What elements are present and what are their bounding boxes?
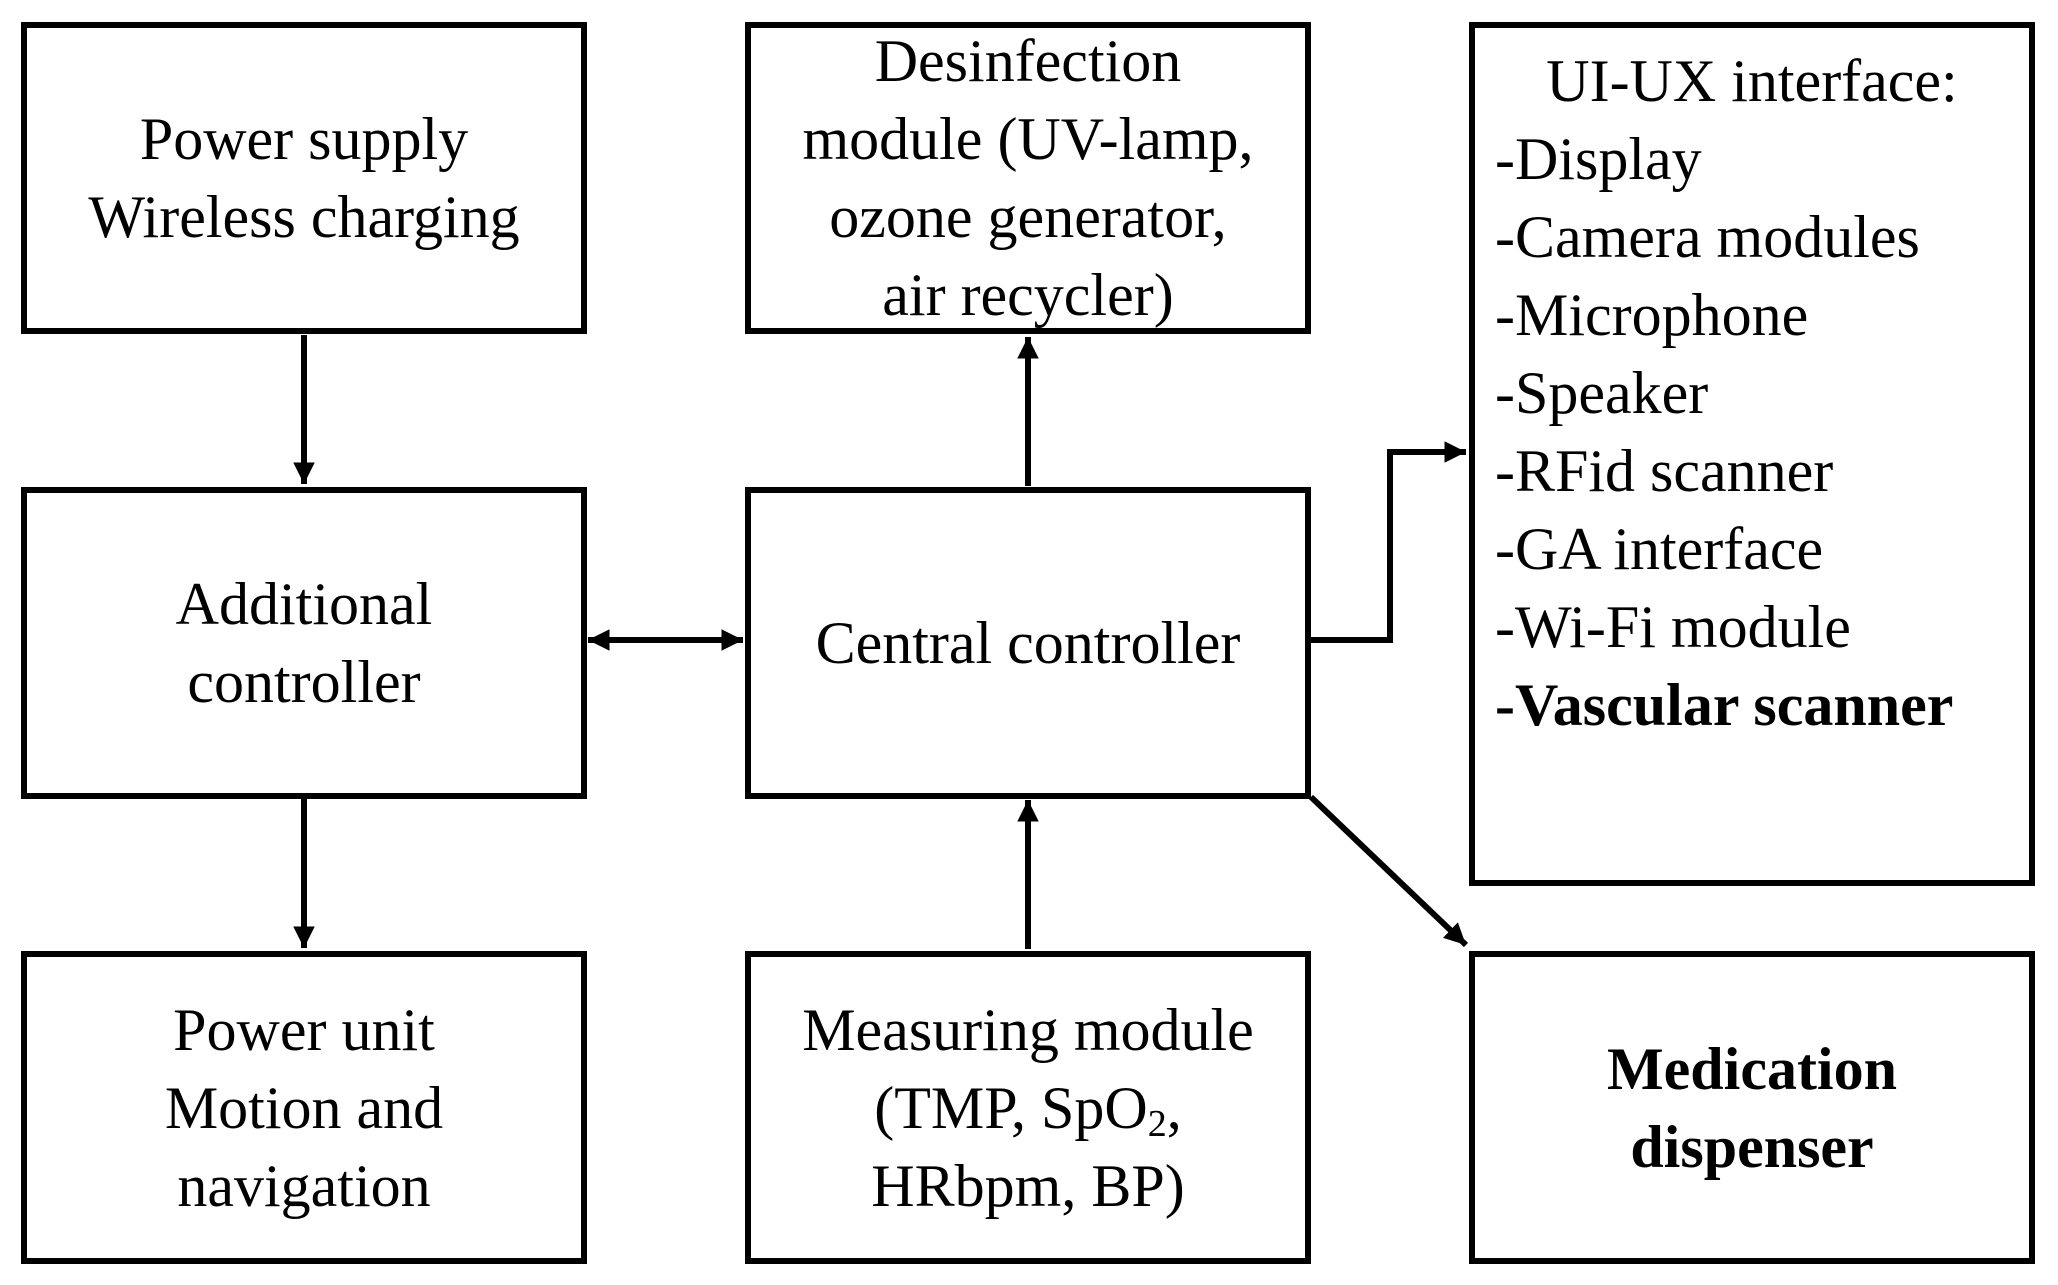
block-line: Desinfection xyxy=(874,28,1182,94)
ui-ux-item: -GA interface xyxy=(1495,516,1824,582)
block-line: HRbpm, BP) xyxy=(871,1152,1185,1219)
ui-ux-item: -RFid scanner xyxy=(1495,438,1834,504)
block-line: Power supply xyxy=(139,106,469,172)
block-line: module (UV-lamp, xyxy=(802,106,1254,172)
measuring-suffix: , xyxy=(1166,1074,1182,1141)
block-line: Medication xyxy=(1607,1035,1897,1102)
block-line: Motion and xyxy=(164,1074,444,1141)
measuring-module-block: Measuring module (TMP, SpO2, HRbpm, BP) xyxy=(745,951,1311,1264)
disinfection-module-block: Desinfection module (UV-lamp, ozone gene… xyxy=(745,22,1311,334)
measuring-prefix: (TMP, SpO xyxy=(874,1074,1148,1141)
ui-ux-item: -Microphone xyxy=(1495,282,1809,348)
arrow-central-to-medication xyxy=(1308,794,1469,948)
block-line: Central controller xyxy=(815,610,1241,676)
ui-ux-item: -Camera modules xyxy=(1495,204,1920,270)
medication-dispenser-block: Medication dispenser xyxy=(1469,951,2035,1264)
ui-ux-item: -Wi-Fi module xyxy=(1495,594,1851,660)
block-line: air recycler) xyxy=(882,262,1174,328)
ui-ux-item: -Speaker xyxy=(1495,360,1709,426)
ui-ux-item: -Display xyxy=(1495,126,1702,192)
block-line: ozone generator, xyxy=(829,184,1227,250)
block-line: controller xyxy=(187,649,421,715)
block-line: Wireless charging xyxy=(88,184,520,250)
ui-ux-title: UI-UX interface: xyxy=(1546,48,1958,114)
block-line: dispenser xyxy=(1630,1113,1874,1180)
additional-controller-block: Additional controller xyxy=(21,487,587,799)
subscript-2: 2 xyxy=(1147,1102,1167,1145)
ui-ux-interface-block: UI-UX interface: -Display -Camera module… xyxy=(1469,22,2035,886)
block-line: Power unit xyxy=(173,996,435,1063)
central-controller-block: Central controller xyxy=(745,487,1311,799)
power-supply-block: Power supply Wireless charging xyxy=(21,22,587,334)
ui-ux-item-highlighted: -Vascular scanner xyxy=(1495,672,1954,738)
block-line: Measuring module xyxy=(802,996,1254,1063)
power-unit-block: Power unit Motion and navigation xyxy=(21,951,587,1264)
block-line: Additional xyxy=(175,571,433,637)
arrow-central-to-ui-ux xyxy=(1311,441,1466,643)
block-line: navigation xyxy=(177,1152,431,1219)
block-line: (TMP, SpO2, xyxy=(874,1069,1181,1147)
